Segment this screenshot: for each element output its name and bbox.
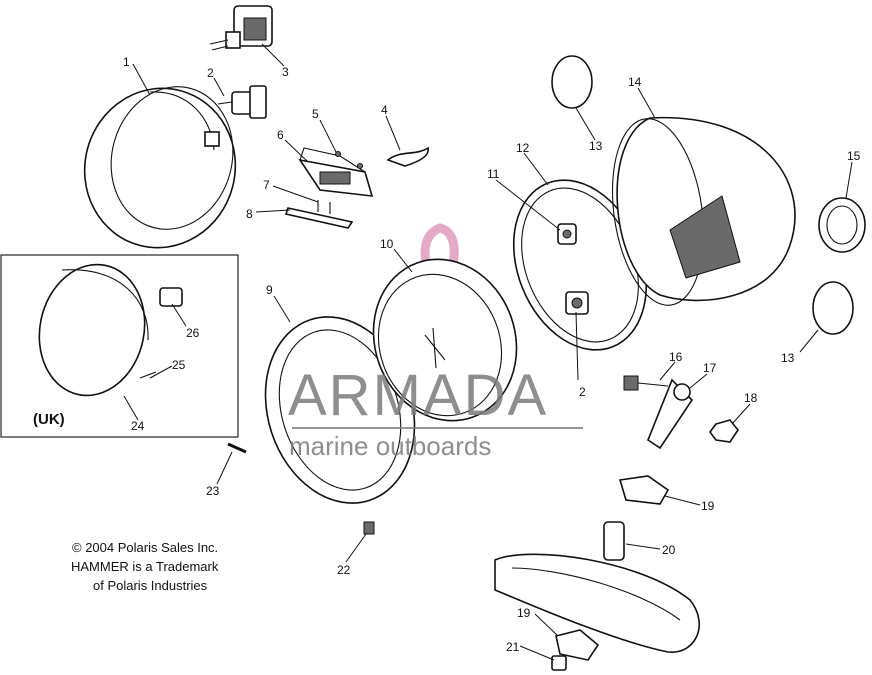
sleeve-part-20 <box>603 521 625 561</box>
callout-14: 14 <box>628 75 642 89</box>
callout-13-lower: 13 <box>781 351 795 365</box>
callout-1: 1 <box>123 55 130 69</box>
bulb-socket-part-11 <box>557 223 577 245</box>
mount-arm-part-17 <box>647 378 694 450</box>
adjuster-part-8 <box>284 207 354 229</box>
callout-16: 16 <box>669 350 683 364</box>
base-bracket <box>494 553 700 653</box>
watermark-brand: ARMADA <box>288 363 548 428</box>
copyright-line-1: © 2004 Polaris Sales Inc. <box>72 540 218 555</box>
callout-11: 11 <box>487 167 500 181</box>
callout-numbers: 1 2 3 4 5 6 7 8 9 10 11 12 2 13 14 15 13… <box>123 55 861 654</box>
clip-part-4 <box>386 146 429 167</box>
callout-18: 18 <box>744 391 758 405</box>
callout-15: 15 <box>847 149 861 163</box>
callout-6: 6 <box>277 128 284 142</box>
bushing-part-19-upper <box>618 475 670 505</box>
copyright-line-2: HAMMER is a Trademark <box>71 559 219 574</box>
callout-5: 5 <box>312 107 319 121</box>
bolt-part-16 <box>623 375 669 391</box>
callout-4: 4 <box>381 103 388 117</box>
housing-part-14 <box>611 116 796 306</box>
watermark: ARMADA marine outboards <box>288 363 583 461</box>
nut-part-18 <box>709 419 739 443</box>
pin-part-23 <box>227 442 247 454</box>
grommet-part-13-upper <box>551 55 593 109</box>
callout-26: 26 <box>186 326 200 340</box>
uk-label: (UK) <box>33 411 65 428</box>
callout-10: 10 <box>380 237 394 251</box>
headlamp-part-1 <box>83 86 237 249</box>
callout-2-upper: 2 <box>207 66 214 80</box>
wire-part-25 <box>139 371 157 379</box>
callout-12: 12 <box>516 141 530 155</box>
callout-23: 23 <box>206 484 220 498</box>
copyright-block: © 2004 Polaris Sales Inc. HAMMER is a Tr… <box>71 540 219 593</box>
callout-17: 17 <box>703 361 717 375</box>
callout-3: 3 <box>282 65 289 79</box>
callout-21: 21 <box>506 640 520 654</box>
bracket-part-6 <box>298 147 374 197</box>
copyright-line-3: of Polaris Industries <box>93 578 208 593</box>
callout-24: 24 <box>131 419 145 433</box>
leader-lines <box>123 43 853 661</box>
bulb-part-2-upper <box>217 85 267 119</box>
callout-19-upper: 19 <box>701 499 715 513</box>
callout-22: 22 <box>337 563 351 577</box>
bulb-part-26 <box>159 287 183 307</box>
callout-7: 7 <box>263 178 270 192</box>
callout-19-lower: 19 <box>517 606 531 620</box>
callout-2-lower: 2 <box>579 385 586 399</box>
headlamp-part-10 <box>372 258 518 422</box>
callout-8: 8 <box>246 207 253 221</box>
callout-13-upper: 13 <box>589 139 603 153</box>
callout-20: 20 <box>662 543 676 557</box>
screw-part-7 <box>317 200 331 214</box>
screw-part-22 <box>363 521 375 535</box>
callout-9: 9 <box>266 283 273 297</box>
seal-part-15 <box>818 197 866 253</box>
bulb-part-3 <box>209 5 273 51</box>
screw-part-5 <box>335 151 363 169</box>
nut-part-21 <box>551 655 567 671</box>
callout-25: 25 <box>172 358 186 372</box>
bulb-part-2-lower <box>565 291 589 315</box>
bushing-part-19-lower <box>555 629 600 661</box>
uk-inset-box <box>0 254 239 438</box>
watermark-tagline: marine outboards <box>289 431 491 461</box>
grommet-part-13-lower <box>812 281 854 335</box>
headlamp-part-24 <box>38 263 149 397</box>
trim-ring-part-9 <box>264 316 416 504</box>
